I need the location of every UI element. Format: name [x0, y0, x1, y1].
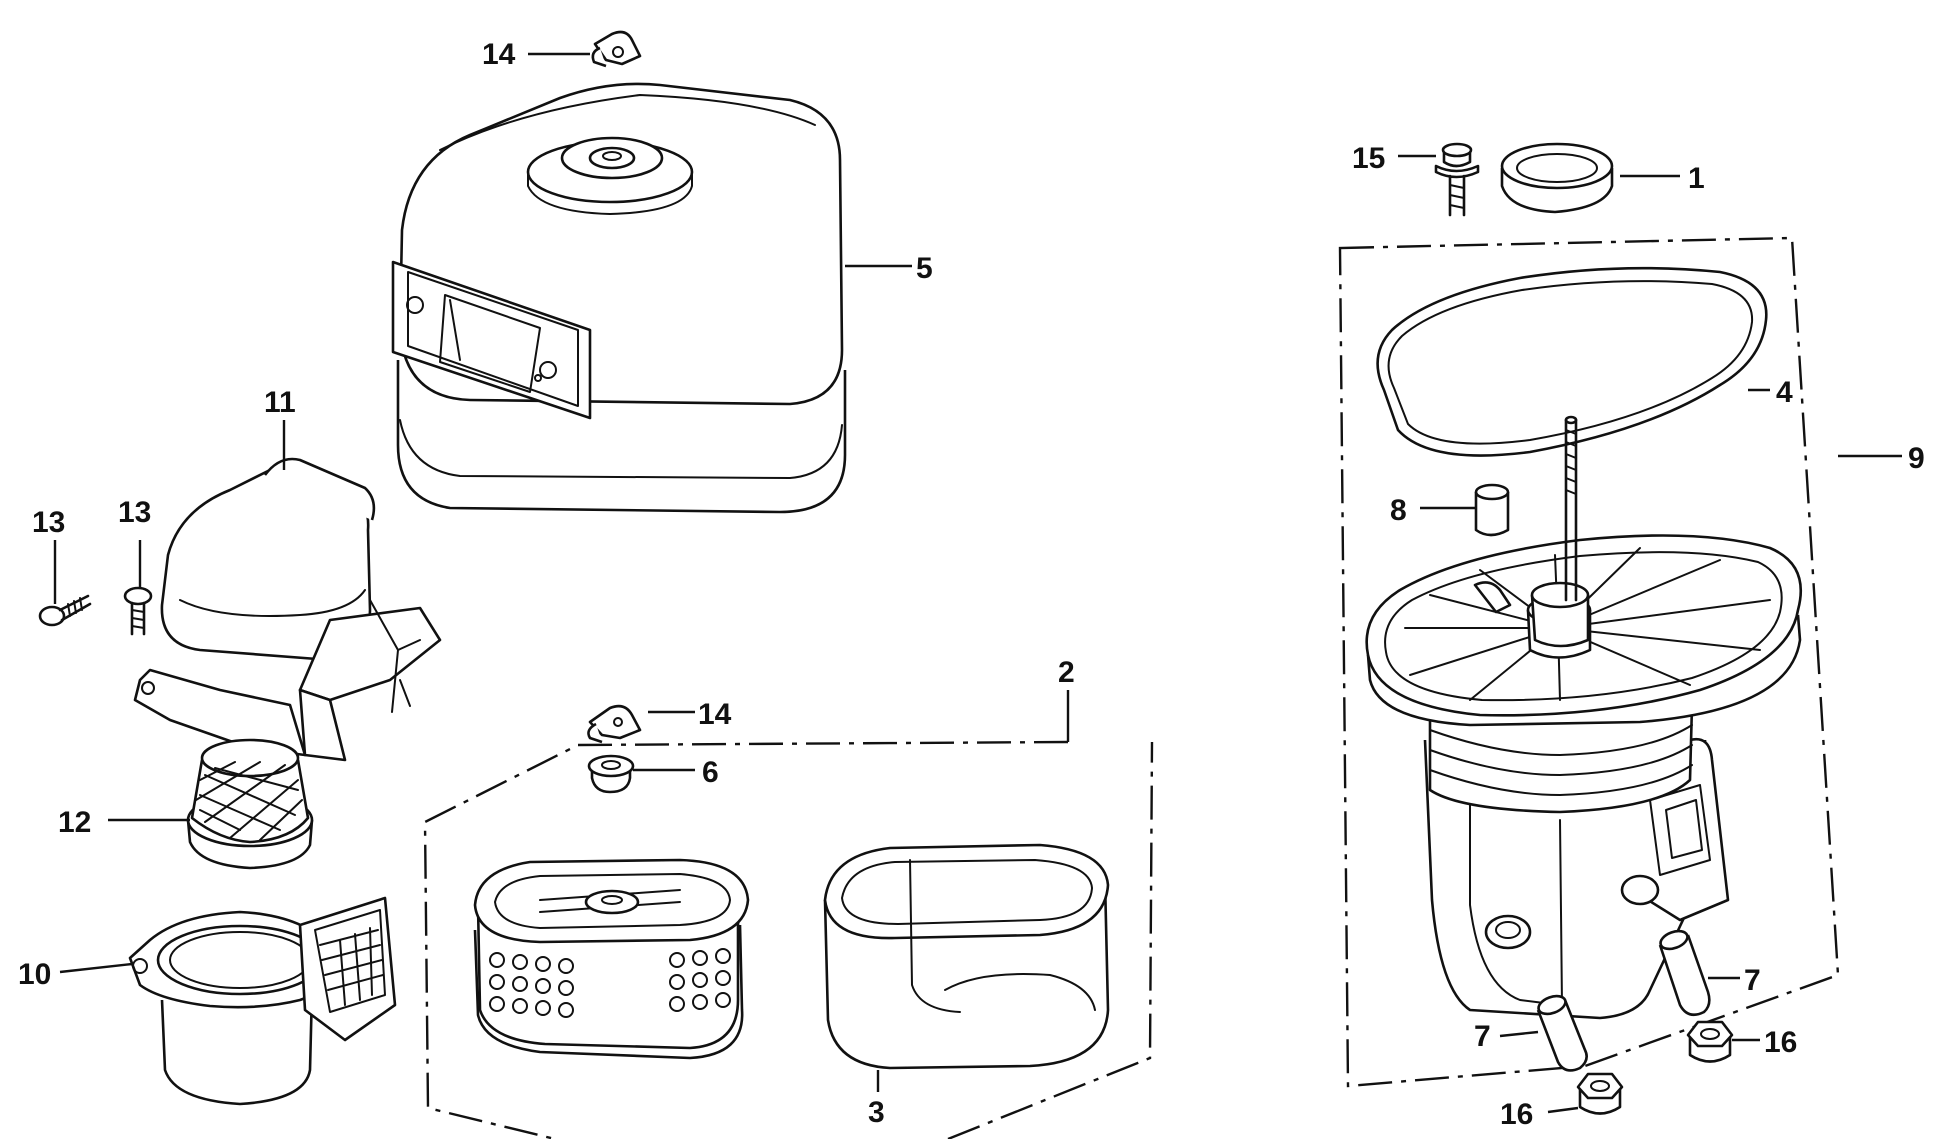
- callout-3: 3: [868, 1096, 885, 1129]
- callout-4: 4: [1776, 376, 1793, 409]
- part-2-air-filter-element[interactable]: [473, 858, 750, 1060]
- callout-7-left: 7: [1474, 1020, 1491, 1053]
- callout-7-right: 7: [1744, 964, 1761, 997]
- callout-8: 8: [1390, 494, 1407, 527]
- callout-11: 11: [264, 386, 296, 419]
- part-7-pipe-right[interactable]: [1658, 928, 1711, 1017]
- callout-9: 9: [1908, 442, 1925, 475]
- callout-13-right: 13: [118, 496, 151, 529]
- callout-13-left: 13: [32, 506, 65, 539]
- part-2-assembly-outline: [423, 740, 1154, 1139]
- callout-5: 5: [916, 252, 933, 285]
- part-12-screen-filter[interactable]: [186, 738, 314, 870]
- part-14-wing-nut-lower[interactable]: [587, 704, 642, 744]
- callout-16-right: 16: [1764, 1026, 1797, 1059]
- part-9-assembly-outline: [1338, 236, 1840, 1088]
- callout-1: 1: [1688, 162, 1705, 195]
- part-16-nut-bottom[interactable]: [1576, 1072, 1624, 1115]
- callout-16-bottom: 16: [1500, 1098, 1533, 1131]
- part-3-foam-element[interactable]: [823, 843, 1110, 1070]
- part-7-pipe-left[interactable]: [1536, 993, 1588, 1072]
- callout-2: 2: [1058, 656, 1075, 689]
- part-5-air-cleaner-cover[interactable]: [391, 82, 847, 514]
- part-11-elbow-cover[interactable]: [133, 457, 442, 762]
- part-10-elbow-base[interactable]: [128, 896, 397, 1106]
- part-13-screw-left[interactable]: [38, 594, 92, 627]
- callout-10: 10: [18, 958, 51, 991]
- part-8-collar[interactable]: [1474, 483, 1510, 537]
- part-4-gasket[interactable]: [1376, 266, 1768, 457]
- part-16-nut-right[interactable]: [1686, 1020, 1734, 1063]
- leader-lines: [53, 52, 1902, 1114]
- callout-6: 6: [702, 756, 719, 789]
- part-1-packing-ring[interactable]: [1500, 142, 1614, 214]
- callout-14-top: 14: [482, 38, 516, 71]
- callout-15: 15: [1352, 142, 1385, 175]
- part-6-grommet[interactable]: [587, 754, 635, 794]
- callout-12: 12: [58, 806, 91, 839]
- part-13-screw-right[interactable]: [123, 586, 153, 636]
- callout-14-lower: 14: [698, 698, 732, 731]
- air-cleaner-case[interactable]: [1365, 415, 1803, 1020]
- part-15-bolt[interactable]: [1434, 142, 1480, 217]
- part-14-wing-nut-top[interactable]: [591, 30, 642, 68]
